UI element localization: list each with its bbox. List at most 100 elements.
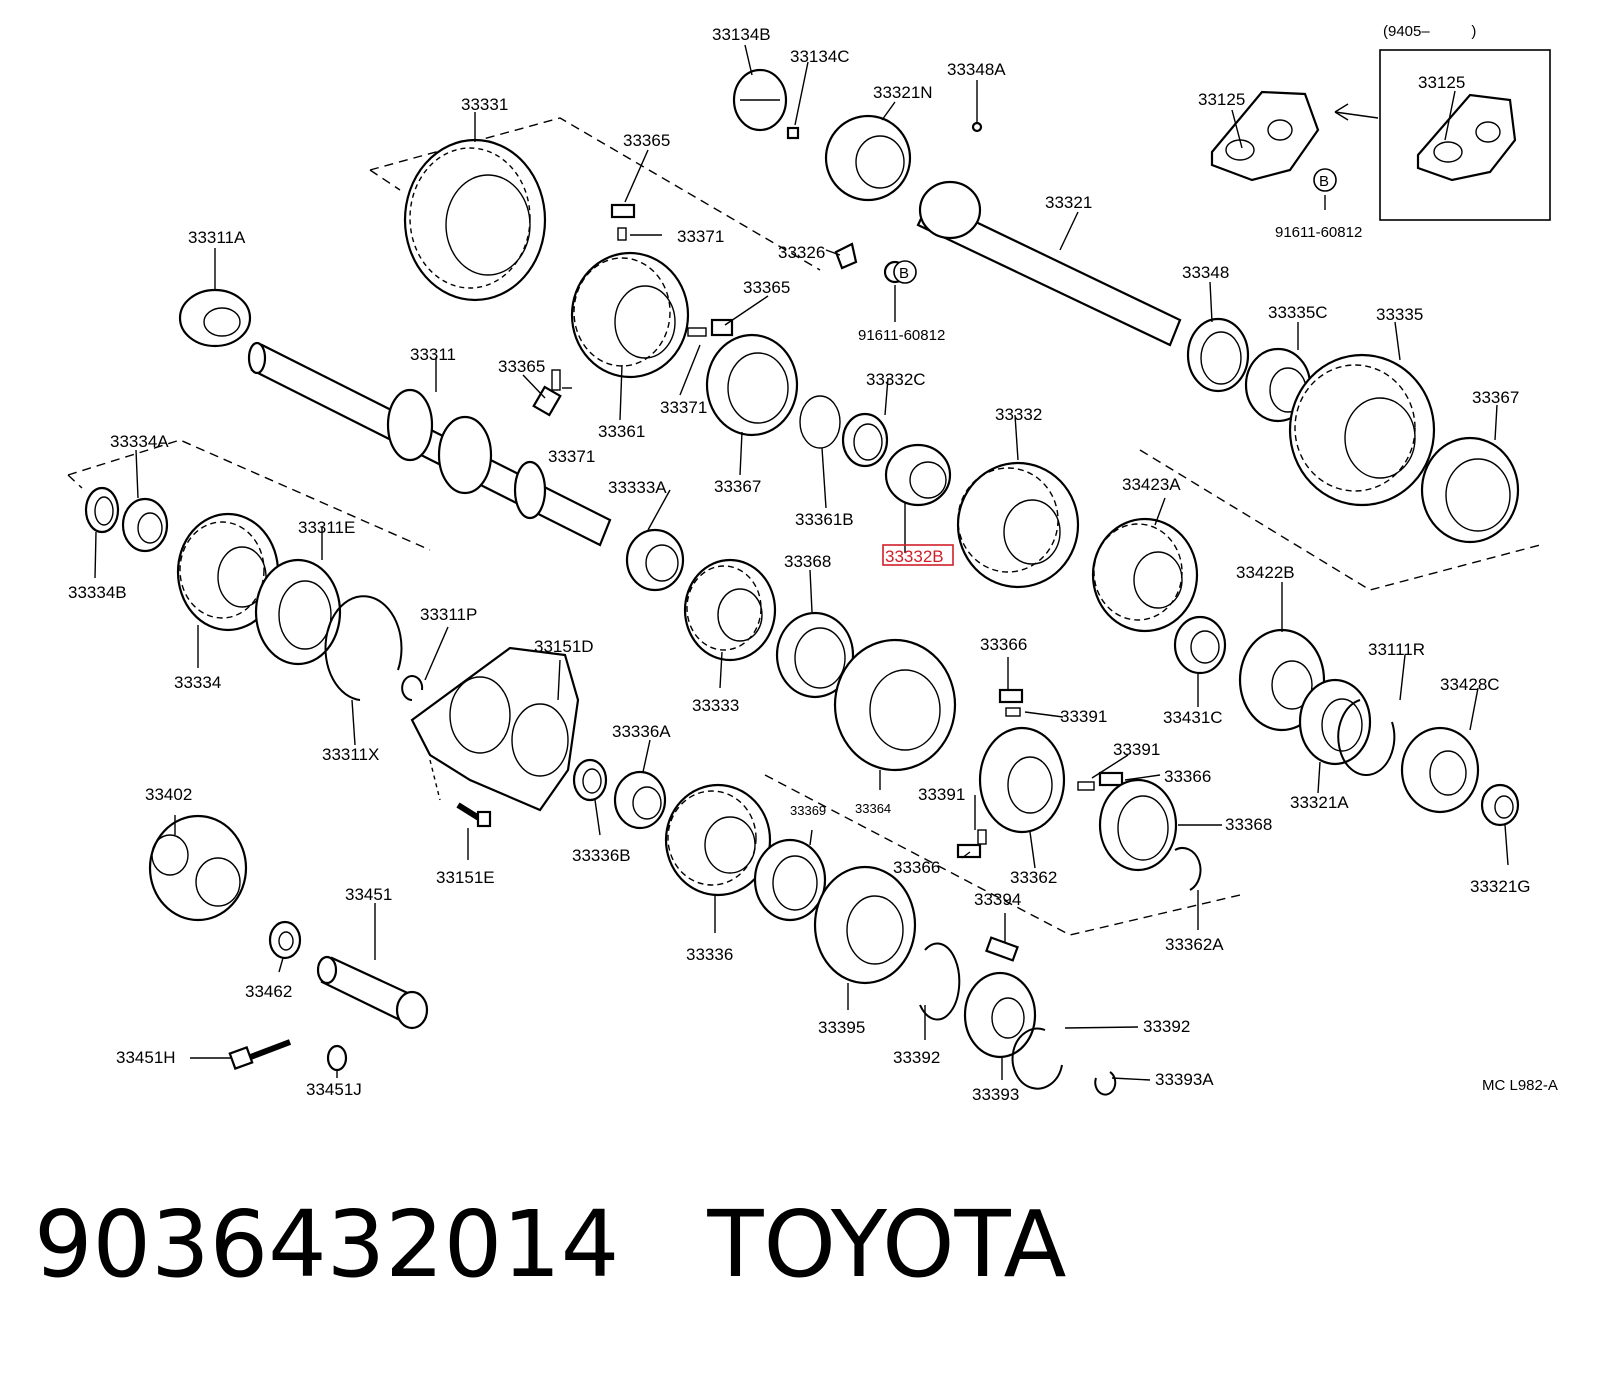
part-label[interactable]: 33134B xyxy=(712,25,771,44)
part-label[interactable]: 33361 xyxy=(598,422,645,441)
part-label[interactable]: 33366 xyxy=(1164,767,1211,786)
part-label[interactable]: 33333 xyxy=(692,696,739,715)
part-label[interactable]: 33365 xyxy=(498,357,545,376)
part-label[interactable]: 91611-60812 xyxy=(858,327,945,344)
part-label[interactable]: 33392 xyxy=(1143,1017,1190,1036)
part-label[interactable]: 33391 xyxy=(1113,740,1160,759)
part-label[interactable]: 33422B xyxy=(1236,563,1295,582)
part-label[interactable]: 33371 xyxy=(548,447,595,466)
part-label[interactable]: 33151D xyxy=(534,637,594,656)
part-label[interactable]: 33336A xyxy=(612,722,671,741)
part-label[interactable]: 33402 xyxy=(145,785,192,804)
part-label[interactable]: 33395 xyxy=(818,1018,865,1037)
clip-33311P xyxy=(401,675,424,701)
part-label[interactable]: 33371 xyxy=(660,398,707,417)
part-label[interactable]: 33151E xyxy=(436,868,495,887)
part-label[interactable]: 33336B xyxy=(572,846,631,865)
part-label[interactable]: 33462 xyxy=(245,982,292,1001)
part-label[interactable]: 33428C xyxy=(1440,675,1500,694)
part-label[interactable]: 33348A xyxy=(947,60,1006,79)
drawing-code: MC L982-A xyxy=(1482,1077,1558,1094)
ring-33348 xyxy=(1186,317,1250,393)
part-label[interactable]: 33334A xyxy=(110,432,169,451)
part-label[interactable]: 33367 xyxy=(714,477,761,496)
part-label[interactable]: 33125 xyxy=(1198,90,1245,109)
ring-33367-right xyxy=(1420,436,1520,544)
part-label[interactable]: 33423A xyxy=(1122,475,1181,494)
part-label[interactable]: 33334B xyxy=(68,583,127,602)
part-label[interactable]: 33311X xyxy=(322,745,379,764)
part-label[interactable]: 33366 xyxy=(893,858,940,877)
part-label[interactable]: 33451H xyxy=(116,1048,176,1067)
part-label[interactable]: 33311A xyxy=(188,228,246,247)
snap-ring-33311X xyxy=(324,595,403,701)
part-label[interactable]: 33451 xyxy=(345,885,392,904)
washer-33451J xyxy=(326,1044,348,1072)
part-label[interactable]: 33392 xyxy=(893,1048,940,1067)
plate-33125 xyxy=(1210,90,1517,182)
part-label[interactable]: 33394 xyxy=(974,890,1021,909)
part-label[interactable]: 33391 xyxy=(918,785,965,804)
part-label[interactable]: 33451J xyxy=(306,1080,362,1099)
ring-33369 xyxy=(753,838,827,922)
part-label[interactable]: 33393A xyxy=(1155,1070,1214,1089)
part-label[interactable]: 33111R xyxy=(1368,640,1425,659)
part-label[interactable]: 33367 xyxy=(1472,388,1519,407)
part-label[interactable]: 33321 xyxy=(1045,193,1092,212)
part-label[interactable]: 33362 xyxy=(1010,868,1057,887)
bolt-33451H xyxy=(228,1039,292,1071)
part-label[interactable]: 33431C xyxy=(1163,708,1223,727)
gear-33393 xyxy=(963,971,1037,1059)
ring-33332C xyxy=(841,412,889,468)
part-label[interactable]: 33393 xyxy=(972,1085,1019,1104)
plate-33151D xyxy=(410,646,580,812)
bearing-33332B xyxy=(884,443,952,507)
part-label[interactable]: 33326 xyxy=(778,243,825,262)
part-label[interactable]: 33332 xyxy=(995,405,1042,424)
part-label[interactable]: 33311P xyxy=(420,605,477,624)
part-label[interactable]: 33369 xyxy=(790,803,826,818)
part-label[interactable]: 33365 xyxy=(743,278,790,297)
snap-ring-33392-left xyxy=(919,942,961,1021)
part-label[interactable]: 33311 xyxy=(410,345,456,364)
part-label[interactable]: 33336 xyxy=(686,945,733,964)
part-labels: 33134B 33134C 33321N 33348A 33331 33365 … xyxy=(68,23,1558,1104)
gear-33402 xyxy=(148,814,248,922)
brand-name: TOYOTA xyxy=(707,1191,1067,1298)
part-label[interactable]: 33334 xyxy=(174,673,221,692)
part-label[interactable]: 33331 xyxy=(461,95,508,114)
ring-33368-left xyxy=(775,611,855,699)
small-parts-middle xyxy=(956,688,1124,859)
part-label[interactable]: 33333A xyxy=(608,478,667,497)
part-number: 9036432014 xyxy=(34,1191,620,1298)
part-label[interactable]: 33321A xyxy=(1290,793,1349,812)
part-label[interactable]: 33335 xyxy=(1376,305,1423,324)
part-label[interactable]: 33391 xyxy=(1060,707,1107,726)
ring-33367-left xyxy=(705,333,799,437)
inset-part-label[interactable]: 33125 xyxy=(1418,73,1465,92)
nut-33321G xyxy=(1480,783,1520,827)
part-label[interactable]: 33362A xyxy=(1165,935,1224,954)
bearing-33336A xyxy=(613,770,667,830)
part-label[interactable]: 33321N xyxy=(873,83,933,102)
part-label[interactable]: 33371 xyxy=(677,227,724,246)
part-label[interactable]: 33368 xyxy=(1225,815,1272,834)
part-label[interactable]: 33332C xyxy=(866,370,926,389)
bearing-33321N xyxy=(824,114,912,202)
part-label[interactable]: 33321G xyxy=(1470,877,1531,896)
highlighted-part-label[interactable]: 33332B xyxy=(885,547,944,566)
part-label[interactable]: 33361B xyxy=(795,510,854,529)
part-label[interactable]: 33366 xyxy=(980,635,1027,654)
part-label[interactable]: 33335C xyxy=(1268,303,1328,322)
bearing-33334A xyxy=(121,497,169,553)
gear-33423A xyxy=(1091,517,1199,633)
sleeve-33331 xyxy=(403,138,547,302)
inset-bolt-label[interactable]: 91611-60812 xyxy=(1275,224,1362,241)
part-label[interactable]: 33348 xyxy=(1182,263,1229,282)
part-label[interactable]: 33365 xyxy=(623,131,670,150)
part-label[interactable]: 33368 xyxy=(784,552,831,571)
part-label[interactable]: 33311E xyxy=(298,518,355,537)
part-label[interactable]: 33134C xyxy=(790,47,850,66)
part-label[interactable]: 33364 xyxy=(855,801,891,816)
